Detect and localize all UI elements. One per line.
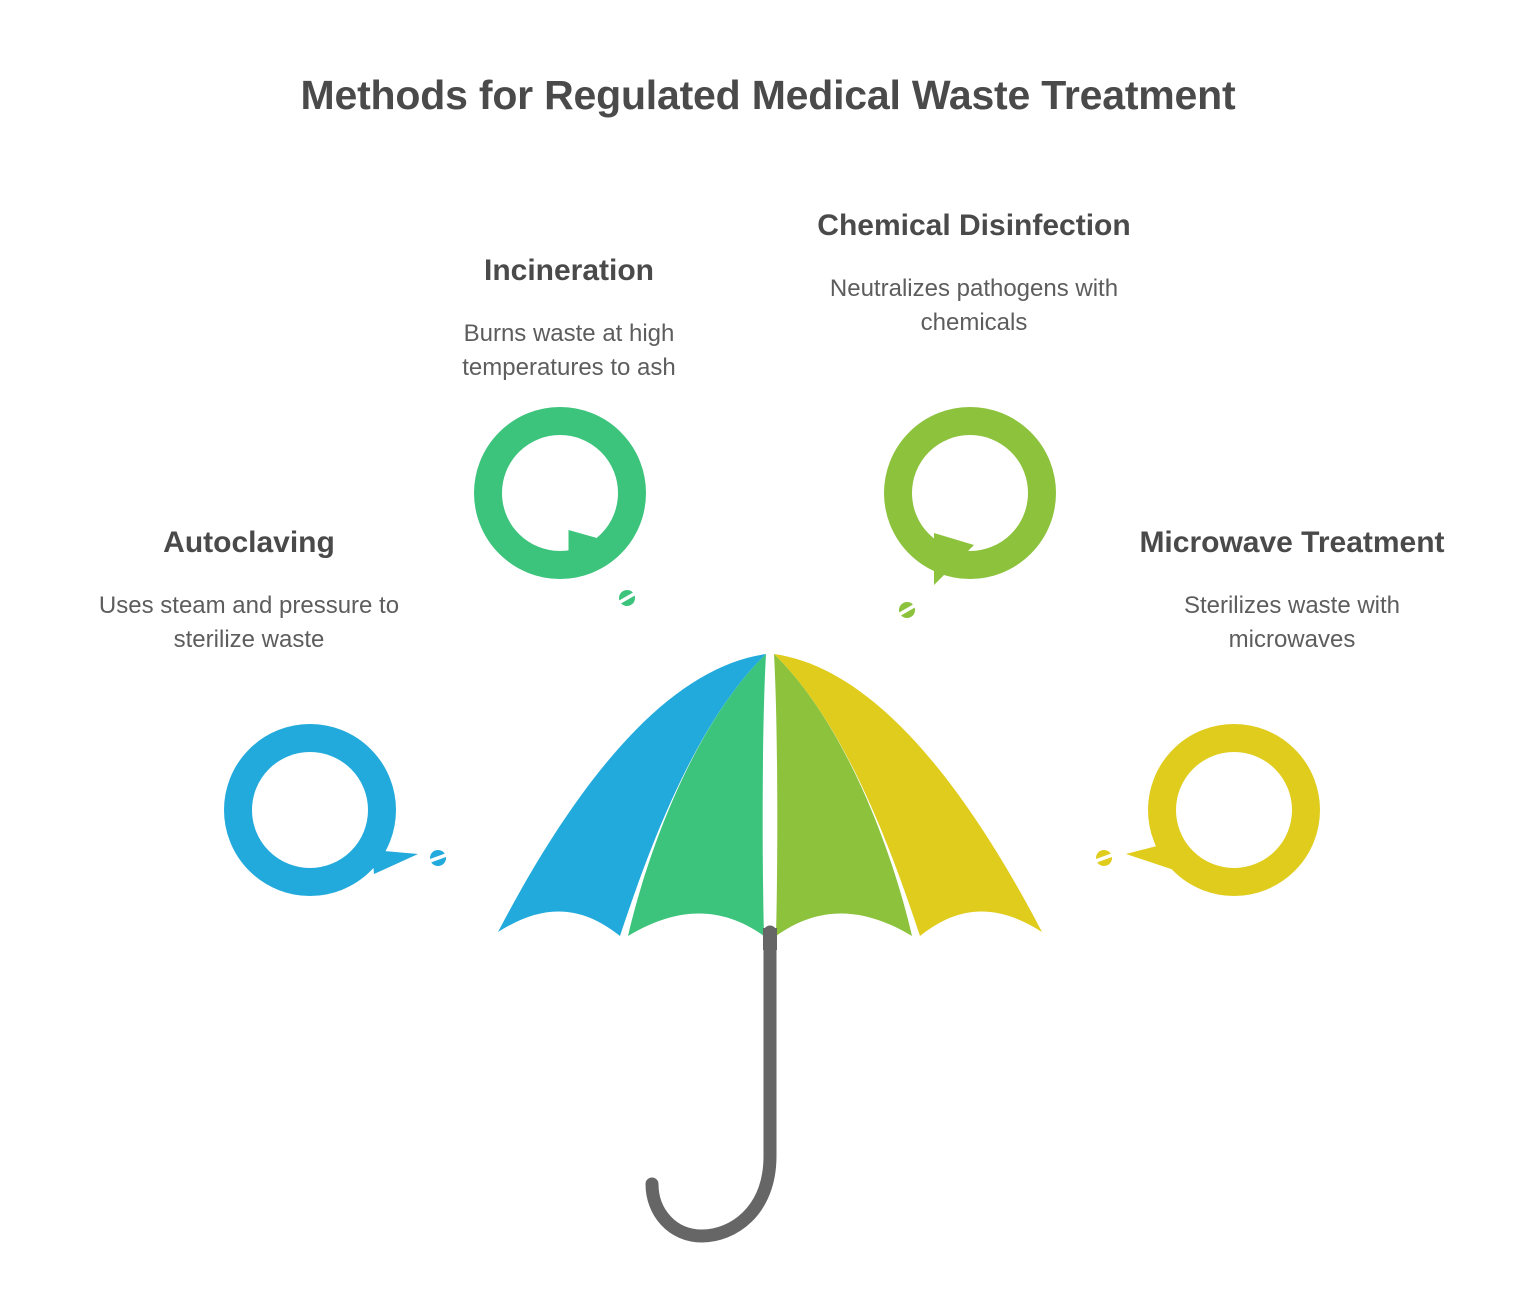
method-block-autoclaving: Autoclaving Uses steam and pressure to s… — [90, 522, 408, 657]
method-title-incineration: Incineration — [483, 254, 655, 287]
umbrella-panel-yellow — [774, 654, 1042, 936]
method-title-autoclaving: Autoclaving — [163, 526, 335, 559]
method-title-microwave-treatment: Microwave Treatment — [1139, 526, 1445, 559]
method-description-incineration: Burns waste at high temperatures to ash — [462, 319, 676, 381]
method-description-microwave-treatment: Sterilizes waste with microwaves — [1183, 591, 1401, 653]
method-block-chemical-disinfection: Chemical Disinfection Neutralizes pathog… — [806, 205, 1142, 340]
method-block-incineration: Incineration Burns waste at high tempera… — [398, 250, 740, 385]
umbrella-panel-olive — [774, 654, 912, 936]
method-title-chemical-disinfection: Chemical Disinfection — [817, 209, 1131, 242]
umbrella-ferrule — [763, 928, 777, 950]
method-description-chemical-disinfection: Neutralizes pathogens with chemicals — [829, 274, 1119, 336]
speech-bubble-ring-icon-microwave-treatment[interactable] — [1082, 722, 1322, 912]
method-block-microwave-treatment: Microwave Treatment Sterilizes waste wit… — [1122, 522, 1462, 657]
speech-bubble-ring-icon-incineration[interactable] — [472, 405, 668, 625]
page-title: Methods for Regulated Medical Waste Trea… — [300, 72, 1236, 118]
speech-bubble-ring-icon-chemical-disinfection[interactable] — [882, 405, 1078, 625]
speech-bubble-ring-icon-autoclaving[interactable] — [222, 722, 462, 912]
method-description-autoclaving: Uses steam and pressure to sterilize was… — [98, 591, 400, 653]
umbrella-panel-green — [628, 654, 766, 936]
umbrella-illustration — [470, 636, 1070, 1256]
umbrella-handle — [645, 925, 777, 1243]
umbrella-panel-blue — [498, 654, 766, 936]
